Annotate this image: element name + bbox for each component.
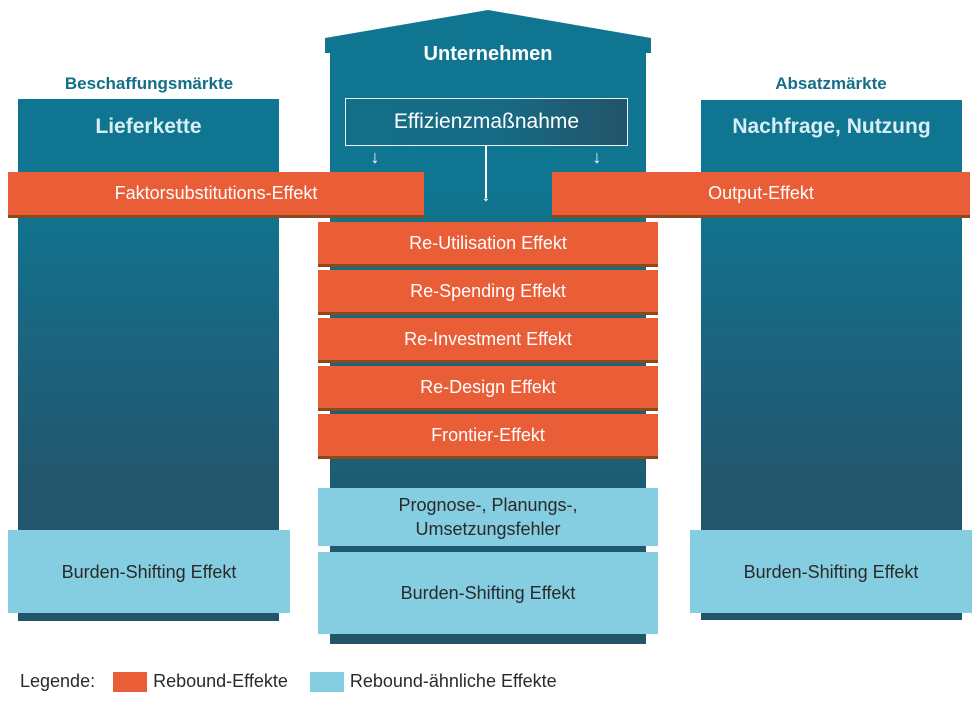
column-title-lieferkette: Lieferkette <box>95 115 202 138</box>
column-title-nachfrage-nutzung: Nachfrage, Nutzung <box>732 115 931 138</box>
effect-output: Output-Effekt <box>552 172 970 215</box>
arrow-down-icon: ↓ <box>592 147 602 167</box>
effect-burden-shifting-right: Burden-Shifting Effekt <box>690 530 972 613</box>
arrow-down-icon: ↓ <box>481 185 491 205</box>
effect-faktorsubstitution: Faktorsubstitutions-Effekt <box>8 172 424 215</box>
legend-label: Legende: <box>20 671 96 691</box>
effect-burden-shifting-center: Burden-Shifting Effekt <box>318 552 658 634</box>
section-title-absatzmaerkte: Absatzmärkte <box>775 74 887 93</box>
arrow-line <box>485 146 487 198</box>
errors-line-2: Umsetzungsfehler <box>415 519 561 539</box>
legend-item-rebound-like: Rebound-ähnliche Effekte <box>349 671 557 691</box>
effect-re-spending: Re-Spending Effekt <box>318 270 658 312</box>
effect-prognose-planungs-umsetzungsfehler: Prognose-, Planungs-, Umsetzungsfehler <box>318 488 658 546</box>
legend-swatch-rebound <box>113 671 148 692</box>
errors-line-1: Prognose-, Planungs-, <box>398 495 578 515</box>
legend-swatch-rebound-like <box>309 671 344 692</box>
effect-re-design: Re-Design Effekt <box>318 366 658 408</box>
section-title-unternehmen: Unternehmen <box>423 43 553 65</box>
effect-burden-shifting-left: Burden-Shifting Effekt <box>8 530 290 613</box>
effect-frontier: Frontier-Effekt <box>318 414 658 456</box>
section-title-beschaffungsmaerkte: Beschaffungsmärkte <box>64 74 234 93</box>
arrow-down-icon: ↓ <box>370 147 380 167</box>
effect-re-utilisation: Re-Utilisation Effekt <box>318 222 658 264</box>
legend-item-rebound: Rebound-Effekte <box>153 671 288 691</box>
effect-re-investment: Re-Investment Effekt <box>318 318 658 360</box>
efficiency-measure-box: Effizienzmaßnahme <box>345 98 628 146</box>
legend: Legende: Rebound-Effekte Rebound-ähnlich… <box>20 671 557 692</box>
